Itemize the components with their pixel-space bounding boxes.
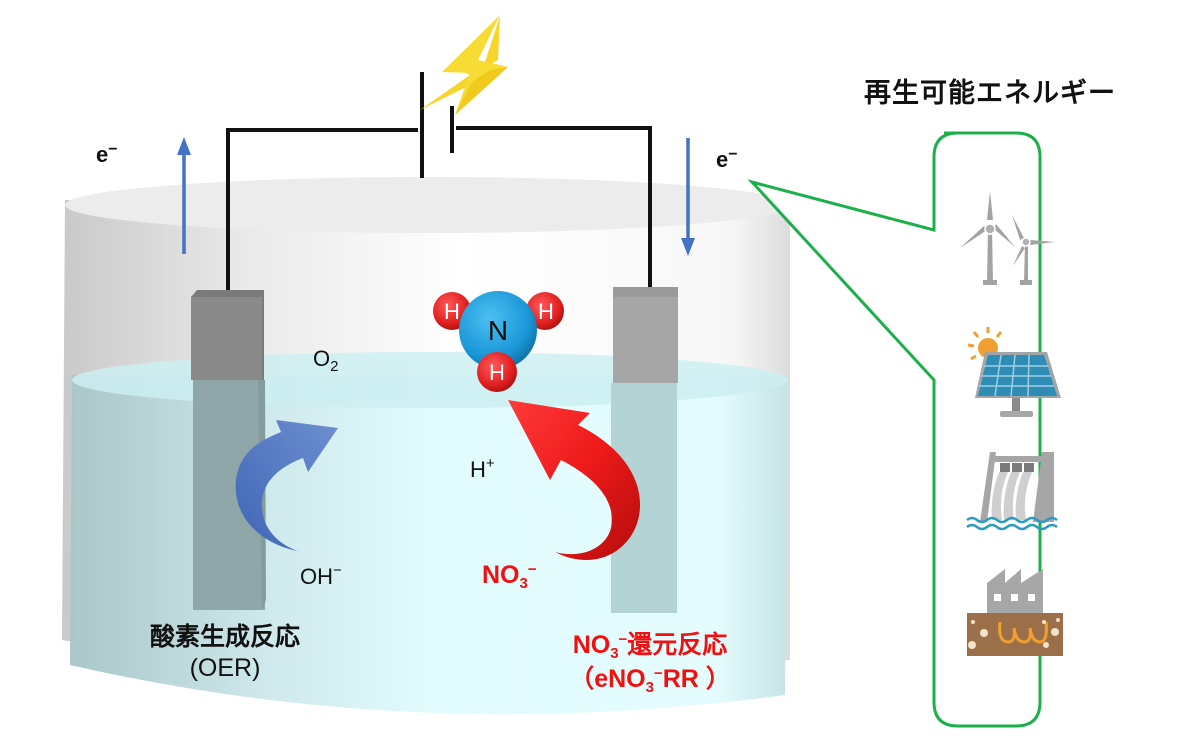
renewables-title: 再生可能エネルギー [864,78,1116,108]
no3rr-caption: NO3−還元反応 （eNO3−RR ） [569,631,731,696]
ammonia-molecule-icon: H H N H [433,291,564,392]
hydro-dam-icon [966,452,1058,531]
electrolyte-surface [72,352,788,408]
beaker-rim [65,177,791,233]
electron-label-right: e− [716,146,738,172]
battery-symbol-icon [420,72,454,178]
o2-label: O2 [313,346,339,375]
atom-label: H [538,299,554,324]
atom-label: N [488,315,508,346]
no3rr-curved-arrow-icon [508,400,640,560]
circuit-wire [226,126,652,290]
lightning-bolt-icon [442,15,508,115]
atom-label: H [444,299,460,324]
nitrate-label: NO3− [482,561,537,592]
hydrogen-atom-bottom [477,352,517,392]
atom-label: H [489,360,505,385]
nitrogen-atom [459,291,537,369]
proton-label: H+ [470,455,495,482]
electron-label-left: e− [96,141,118,167]
solar-panel-icon [967,327,1061,417]
renewables-callout [747,131,1042,728]
oh-minus-label: OH− [300,562,342,589]
electron-arrow-right-icon [681,138,695,256]
oer-caption: 酸素生成反応 (OER) [149,623,300,683]
geothermal-plant-icon [967,569,1063,656]
oer-curved-arrow-icon [235,420,338,551]
wind-turbine-icon [960,191,1055,285]
cathode-electrode [611,287,678,613]
anode-electrode [191,290,266,610]
electron-arrow-left-icon [177,137,191,254]
